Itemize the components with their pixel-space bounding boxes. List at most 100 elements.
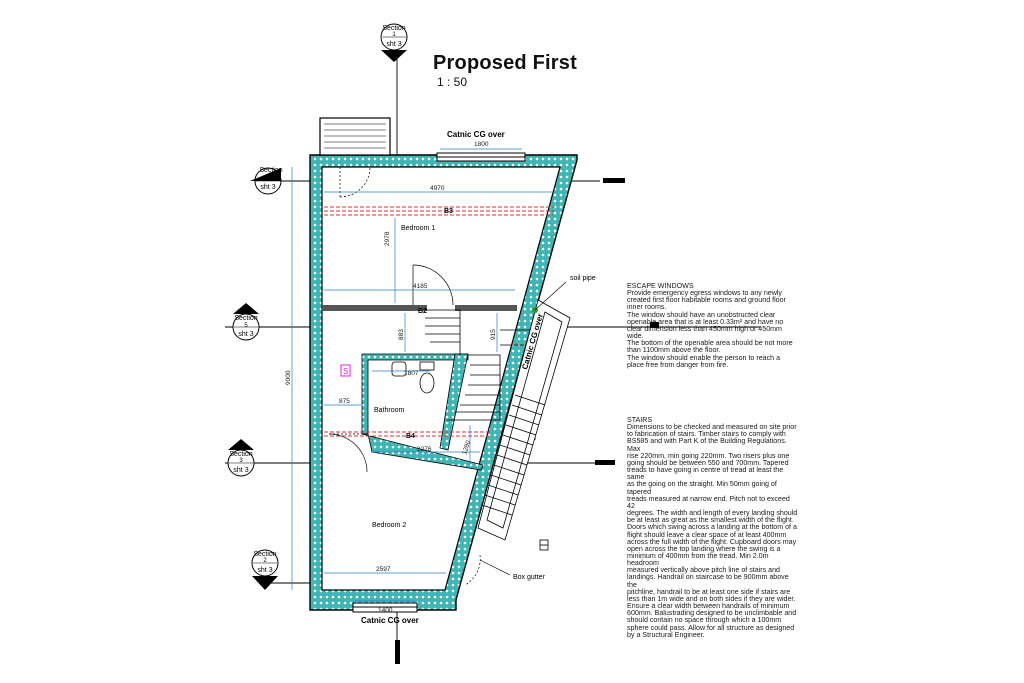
note-line: BS585 and with Part K of the Building Re…: [627, 437, 787, 453]
note-line: by a Structural Engineer.: [627, 630, 705, 639]
external-walls: [309, 154, 578, 611]
section-marker-number: 1: [392, 32, 396, 38]
note-line: as the going on the straight. Min 50mm g…: [627, 480, 777, 496]
dim-9000: 9000: [285, 370, 292, 385]
escape-windows-notes: ESCAPE WINDOWS Provide emergency egress …: [627, 282, 797, 369]
section-marker-sheet: sht 3: [233, 467, 248, 474]
dim-1400: 1400: [378, 607, 393, 614]
note-line: treads measured at narrow end. Pitch not…: [627, 494, 790, 510]
section-marker-2: Section 2 sht 3: [251, 549, 279, 590]
soil-pipe-label: soil pipe: [570, 275, 596, 282]
note-line: across the full width of the flight. Cup…: [627, 537, 797, 546]
section-marker-sheet: sht 3: [260, 184, 275, 191]
section-end-marks: [395, 178, 625, 664]
dim-2597: 2597: [376, 566, 391, 573]
dim-1280: 1280: [461, 439, 472, 455]
note-line: Dimensions to be checked and measured on…: [627, 423, 797, 432]
note-line: 600mm. Balustrading designed to be uncli…: [627, 609, 797, 618]
note-line: sphere could pass. Allow for all structu…: [627, 623, 795, 632]
note-line: Doors which swing across a landing at th…: [627, 523, 797, 532]
symbol-s-box: [340, 364, 351, 377]
section-marker-top: Section 1 sht 3: [380, 23, 408, 62]
section-marker-label: Section: [259, 167, 282, 174]
stairs-heading: STAIRS: [627, 416, 653, 424]
note-line: than 1100mm above the floor.: [627, 346, 721, 355]
section-marker-label: Section: [253, 551, 276, 558]
top-projection: [319, 117, 391, 156]
note-line: treads to have going in centre of tread …: [627, 466, 784, 482]
drawing-scale: 1 : 50: [437, 75, 468, 89]
note-line: place free from danger from fire.: [627, 360, 729, 369]
note-line: should contain no space through which a …: [627, 616, 782, 625]
section-marker-sheet: sht 3: [257, 567, 272, 574]
box-gutter-leader: [479, 559, 511, 576]
section-marker-label: Section: [229, 451, 252, 458]
dimension-labels: 1800 4970 2978 4185 883 915 1807 9000 87…: [285, 141, 497, 614]
section-marker-number: 5: [244, 323, 248, 329]
note-line: Provide emergency egress windows to any …: [627, 289, 782, 298]
soil-pipe-leader: [534, 281, 567, 311]
dim-1807: 1807: [404, 370, 419, 377]
note-line: going should be between 550 and 700mm. T…: [627, 458, 789, 467]
section-marker-4: Section 4 sht 3: [250, 167, 283, 195]
room-label-bedroom1: Bedroom 1: [401, 225, 435, 232]
section-marker-label: Section: [234, 315, 257, 322]
note-line: degrees. The width and length of every l…: [627, 509, 798, 518]
section-marker-sheet: sht 3: [238, 331, 253, 338]
redaction-block: [650, 322, 659, 328]
note-line: The bottom of the openable area should b…: [627, 339, 793, 348]
note-line: openable area that is at least 0.33m² an…: [627, 317, 784, 326]
note-line: clear dimension less than 450mm high or …: [627, 324, 782, 333]
stairs-text: Dimensions to be checked and measured on…: [627, 424, 799, 639]
dimension-lines: [291, 148, 554, 602]
section-marker-number: 3: [239, 458, 243, 464]
note-line: The window should have an unobstructed c…: [627, 310, 776, 319]
dim-875: 875: [339, 398, 350, 405]
note-line: measured vertically above pitch line of …: [627, 566, 780, 575]
section-marker-3: Section 3 sht 3: [227, 439, 255, 477]
note-line: Ensure a clear width between handrails o…: [627, 602, 790, 611]
external-stair: [477, 299, 571, 541]
dim-915: 915: [490, 329, 497, 340]
catnic-label-bottom: Catnic CG over: [361, 616, 419, 625]
bathroom-fittings: [391, 361, 435, 394]
dim-1800: 1800: [474, 141, 489, 148]
escape-windows-heading: ESCAPE WINDOWS: [627, 282, 694, 290]
dim-4970: 4970: [430, 185, 445, 192]
escape-windows-text: Provide emergency egress windows to any …: [627, 290, 797, 369]
note-line: pitchline, handrail to be at least one s…: [627, 587, 791, 596]
section-marker-label: Section: [382, 25, 405, 32]
gutter-pipe: [539, 539, 549, 551]
symbol-s: S: [343, 367, 348, 376]
note-line: wide.: [627, 332, 644, 341]
note-line: less than 1m wide and on both sides if t…: [627, 594, 796, 603]
note-line: The window should enable the person to r…: [627, 353, 781, 362]
dim-4185: 4185: [413, 283, 428, 290]
section-marker-5: Section 5 sht 3: [232, 303, 260, 341]
drawing-title: Proposed First: [433, 52, 577, 74]
windows: [352, 152, 526, 613]
section-marker-number: 2: [263, 558, 267, 564]
beam-label-b3: B3: [444, 208, 453, 215]
note-line: rise 220mm, min going 220mm. Two risers …: [627, 451, 790, 460]
beam-lines: [324, 206, 555, 437]
note-line: created first floor habitable rooms and …: [627, 296, 786, 305]
dim-883: 883: [398, 329, 405, 340]
room-label-bathroom: Bathroom: [374, 407, 405, 414]
note-line: minimum of 400mm from the tread. Min 2.0…: [627, 551, 769, 568]
box-gutter-label: Box gutter: [513, 574, 546, 581]
catnic-label-top: Catnic CG over: [447, 130, 505, 139]
note-line: flight should leave a clear space of at …: [627, 530, 787, 539]
note-line: be at least as great as the smallest wid…: [627, 516, 794, 525]
beam-label-b4: B4: [406, 433, 415, 440]
section-marker-number: 4: [269, 175, 273, 181]
stairs-notes: STAIRS Dimensions to be checked and meas…: [627, 416, 799, 639]
dim-2978: 2978: [384, 231, 391, 246]
beam-label-b2: B2: [418, 308, 427, 315]
note-line: to fabrication of stairs. Timber stairs …: [627, 430, 786, 439]
room-label-bedroom2: Bedroom 2: [372, 522, 406, 529]
section-marker-sheet: sht 3: [386, 41, 401, 48]
note-line: open across the top landing where the sw…: [627, 544, 781, 553]
